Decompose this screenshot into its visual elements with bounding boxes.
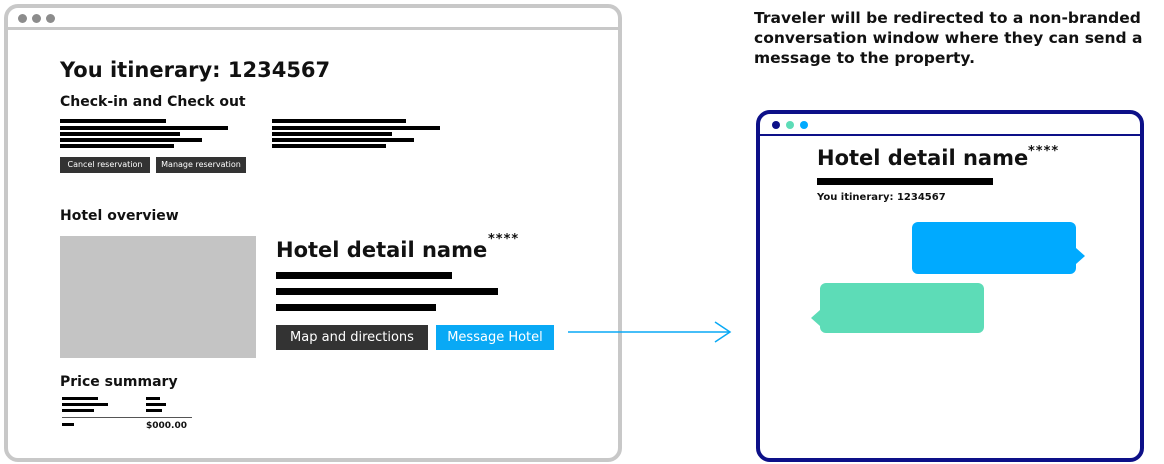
text-placeholder-line [60, 138, 202, 142]
text-placeholder-line [62, 409, 94, 412]
text-placeholder-line [272, 132, 392, 136]
window-titlebar [8, 8, 618, 30]
price-divider [62, 417, 192, 418]
hotel-image-placeholder [60, 236, 256, 358]
conversation-window: Hotel detail name **** You itinerary: 12… [756, 110, 1144, 462]
window-dot-icon [46, 14, 55, 23]
text-placeholder-line [276, 304, 436, 311]
window-titlebar [760, 114, 1140, 136]
text-placeholder-line [62, 423, 74, 426]
chat-star-rating: **** [1028, 144, 1060, 159]
text-placeholder-line [146, 397, 160, 400]
text-placeholder-line [62, 403, 108, 406]
checkin-heading: Check-in and Check out [60, 94, 246, 110]
window-dot-icon [786, 121, 794, 129]
star-rating: **** [488, 232, 520, 247]
page-title: You itinerary: 1234567 [60, 58, 331, 82]
text-placeholder-line [146, 409, 162, 412]
text-placeholder-line [272, 126, 440, 130]
redirect-arrow-icon [568, 321, 732, 343]
price-total: $000.00 [146, 421, 187, 431]
manage-reservation-button[interactable]: Manage reservation [156, 157, 246, 173]
text-placeholder-line [272, 144, 386, 148]
window-dot-icon [32, 14, 41, 23]
text-placeholder-line [817, 178, 993, 185]
chat-hotel-name: Hotel detail name [817, 146, 1029, 170]
window-dot-icon [18, 14, 27, 23]
price-summary-heading: Price summary [60, 374, 178, 390]
hotel-overview-heading: Hotel overview [60, 208, 179, 224]
hotel-name: Hotel detail name [276, 238, 488, 262]
window-dot-icon [800, 121, 808, 129]
itinerary-window: You itinerary: 1234567 Check-in and Chec… [4, 4, 622, 462]
text-placeholder-line [60, 144, 174, 148]
text-placeholder-line [60, 119, 166, 123]
map-and-directions-button[interactable]: Map and directions [276, 325, 428, 350]
text-placeholder-line [60, 132, 180, 136]
text-placeholder-line [62, 397, 98, 400]
incoming-message-bubble [811, 283, 984, 333]
text-placeholder-line [60, 126, 228, 130]
outgoing-message-bubble [912, 222, 1085, 274]
redirect-caption: Traveler will be redirected to a non-bra… [754, 9, 1143, 67]
text-placeholder-line [276, 288, 498, 295]
message-hotel-button[interactable]: Message Hotel [436, 325, 554, 350]
text-placeholder-line [146, 403, 166, 406]
chat-itinerary-number: You itinerary: 1234567 [817, 192, 946, 203]
cancel-reservation-button[interactable]: Cancel reservation [60, 157, 150, 173]
text-placeholder-line [272, 138, 414, 142]
window-dot-icon [772, 121, 780, 129]
text-placeholder-line [276, 272, 452, 279]
text-placeholder-line [272, 119, 406, 123]
